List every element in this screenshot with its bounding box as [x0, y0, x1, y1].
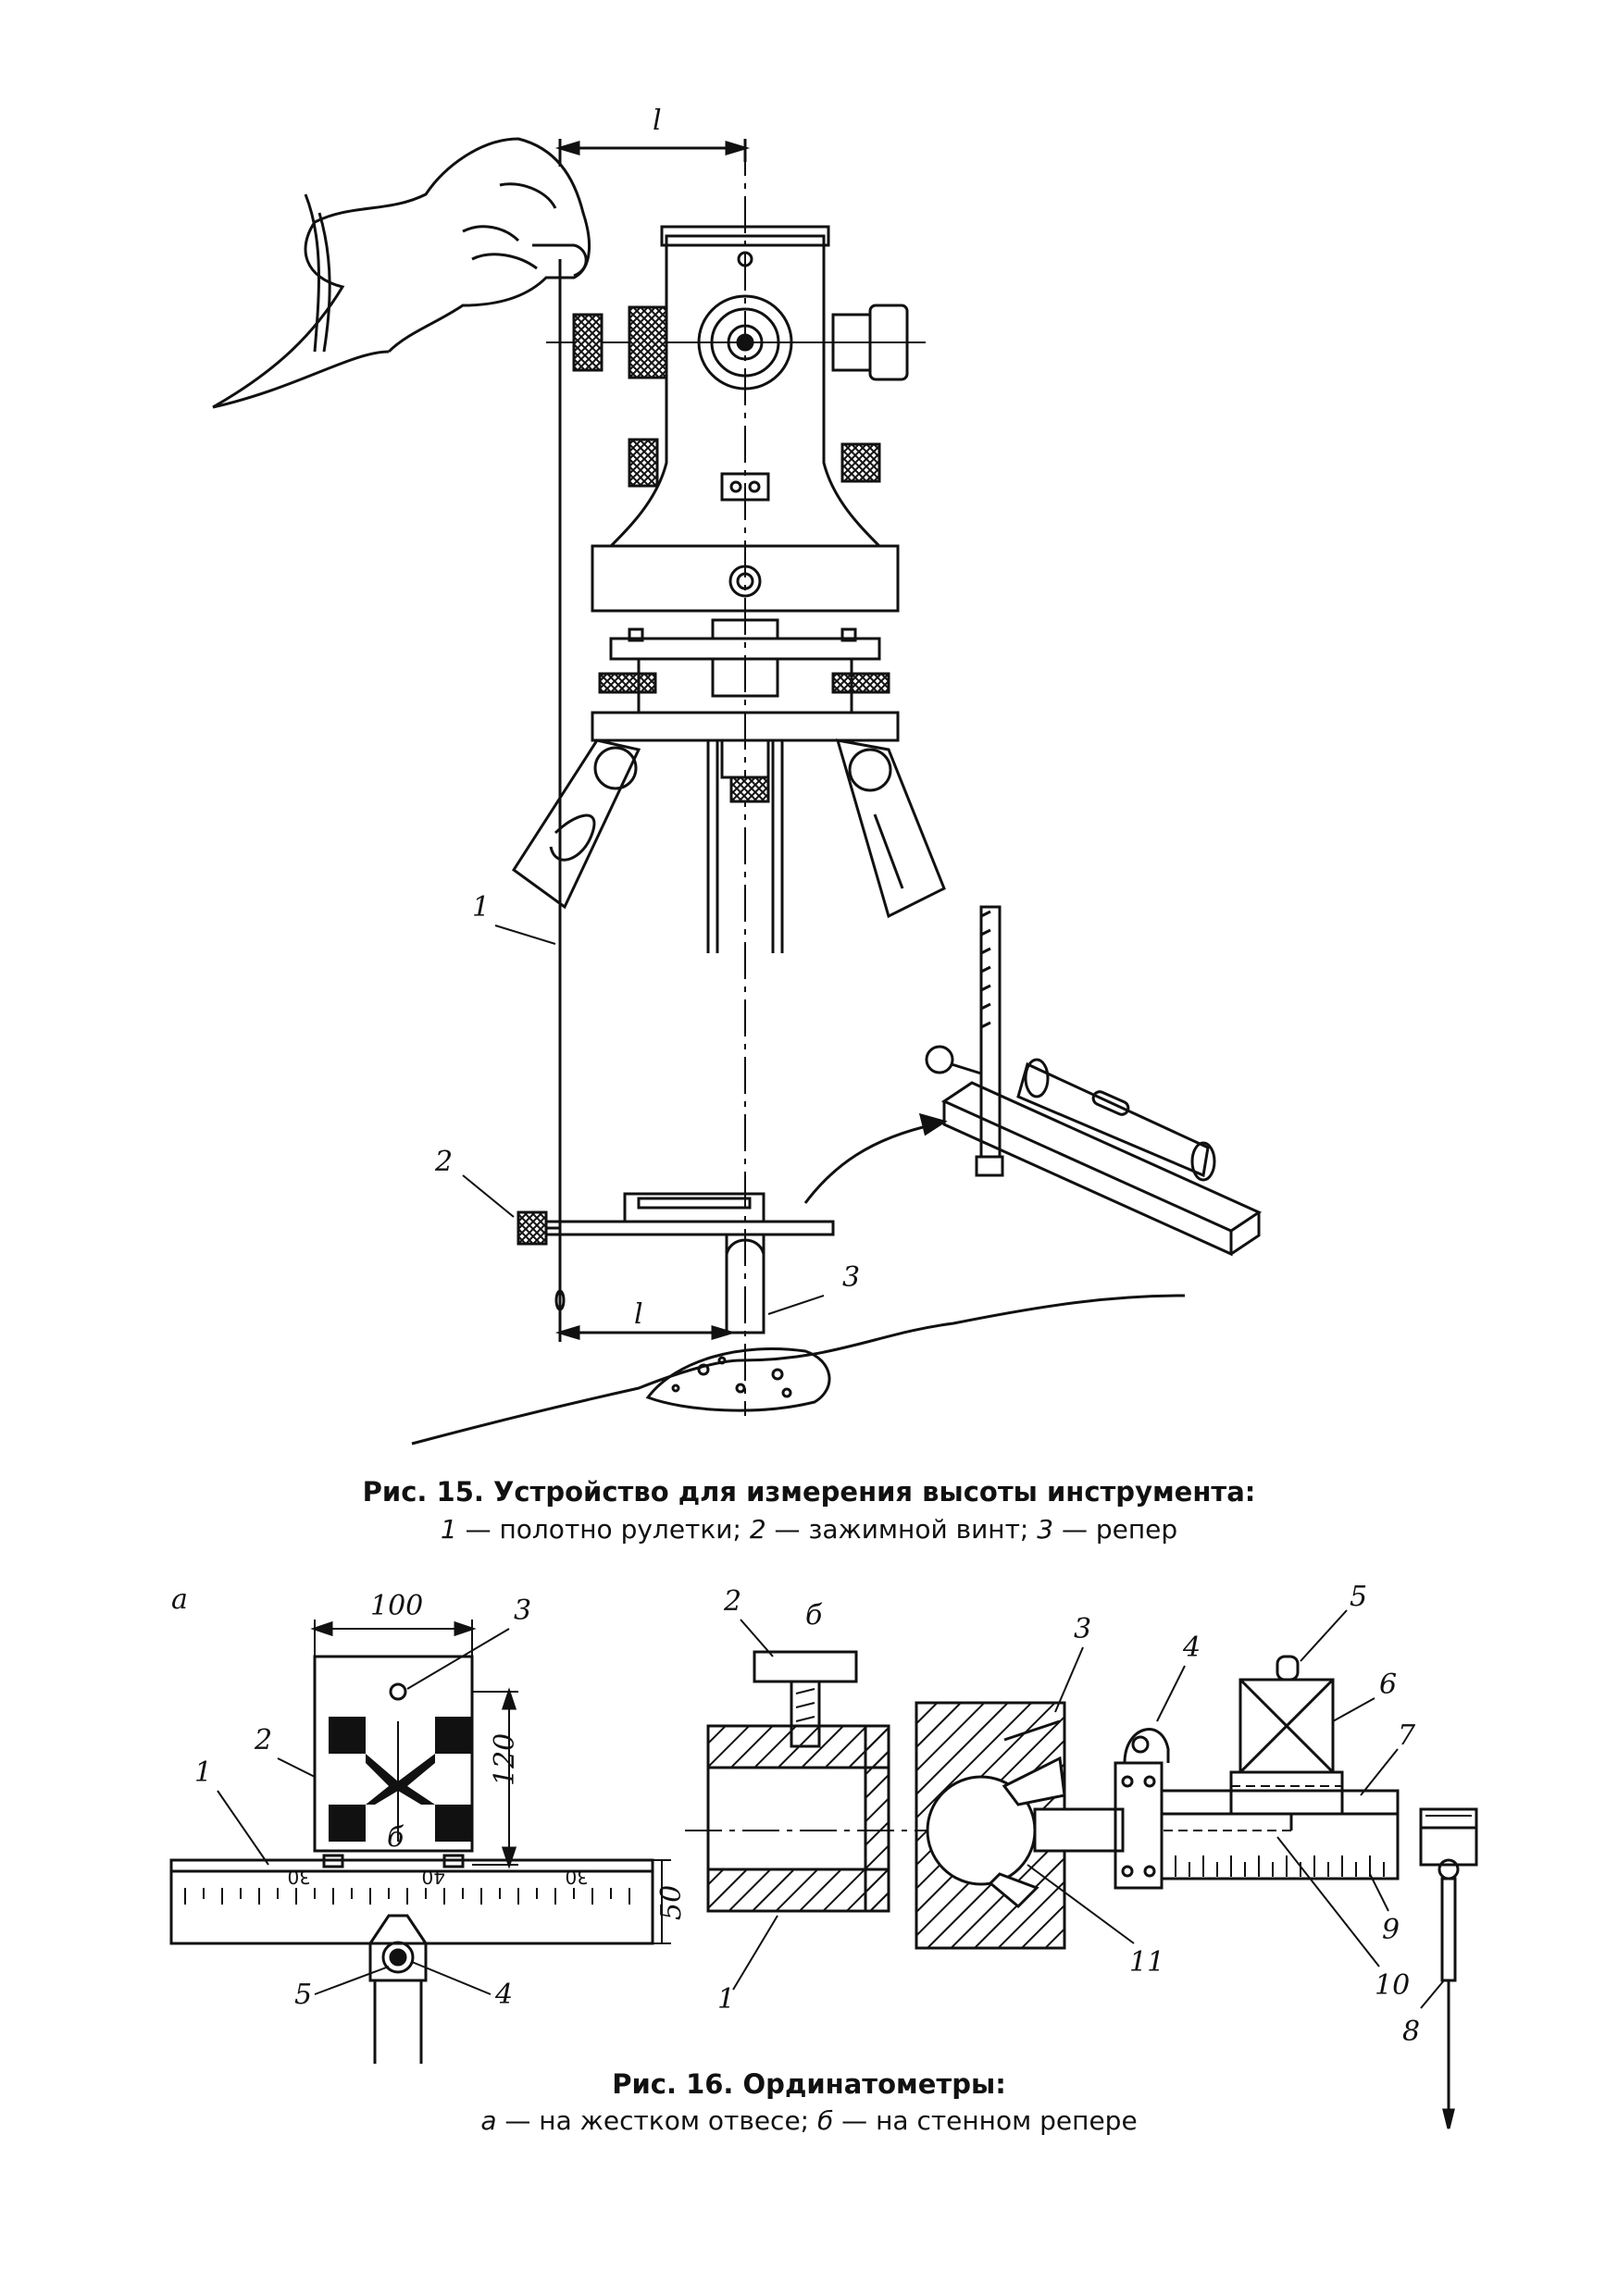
fig16b-label-10: 10 — [1375, 1969, 1410, 2002]
scale-ticks — [184, 1888, 630, 1905]
fig15-legend-text-1: — полотно рулетки; — [456, 1514, 750, 1545]
fig16b-label-4: 4 — [1182, 1632, 1201, 1664]
fig15-legend-text-3: — репер — [1053, 1514, 1178, 1545]
benchmark-pillar — [725, 1235, 765, 1334]
fig16a-label-4: 4 — [494, 1979, 513, 2011]
fig16a-label-2: 2 — [254, 1724, 272, 1756]
fig16-title: Рис. 16. Ординатометры: — [612, 2068, 1006, 2100]
fig16-legend-text-b: — на стенном репере — [833, 2105, 1138, 2136]
part-label-3: 3 — [842, 1261, 860, 1294]
fig16a-label-3: 3 — [514, 1595, 531, 1627]
ground-profile — [411, 1294, 1186, 1446]
fig16a-label-1: 1 — [194, 1756, 212, 1789]
fig16-legend-num-b: б — [817, 2105, 834, 2136]
fig16a-mark-30-right: 30 — [566, 1866, 589, 1888]
tripod-legs — [511, 738, 946, 919]
fig16b-label-6: 6 — [1379, 1669, 1397, 1701]
fig16a-letter: а — [171, 1583, 188, 1616]
fig16a-dim-scale: 50 — [655, 1885, 688, 1920]
part-label-2: 2 — [434, 1146, 453, 1178]
fig16b-label-7: 7 — [1398, 1719, 1416, 1752]
detail-arrow — [803, 1123, 936, 1204]
fig16a-dim-width: 100 — [370, 1590, 423, 1622]
fig16b-label-8: 8 — [1402, 2016, 1420, 2048]
fig16a-label-5: 5 — [294, 1979, 312, 2011]
fig16b-letter: б — [805, 1599, 823, 1632]
fig16b-label-9: 9 — [1382, 1914, 1400, 1946]
fig15-drawing — [212, 137, 1263, 1446]
fig16b-label-11: 11 — [1129, 1946, 1164, 1979]
fig16a-mark-30-left: 30 — [288, 1866, 311, 1888]
fig16a-dim-height: 120 — [489, 1733, 521, 1786]
measuring-bar — [517, 1192, 835, 1311]
fig15-legend: 1 — полотно рулетки; 2 — зажимной винт; … — [0, 1514, 1618, 1545]
part-label-1: 1 — [472, 891, 490, 924]
fig15-legend-num-2: 2 — [749, 1514, 766, 1545]
fig16-legend: а — на жестком отвесе; б — на стенном ре… — [0, 2105, 1618, 2136]
fig15-legend-num-3: 3 — [1037, 1514, 1054, 1545]
dimension-top — [554, 139, 751, 167]
fig16a-inner-letter: б — [387, 1821, 404, 1854]
dim-label-top: l — [653, 105, 662, 137]
fig15-legend-num-1: 1 — [440, 1514, 457, 1545]
fig16b-label-3: 3 — [1074, 1613, 1091, 1645]
fig15-legend-text-2: — зажимной винт; — [765, 1514, 1038, 1545]
fig16a-drawing — [169, 1620, 671, 2064]
level-detail — [925, 905, 1263, 1257]
fig16-legend-text-a: — на жестком отвесе; — [496, 2105, 817, 2136]
fig15-title: Рис. 15. Устройство для измерения высоты… — [362, 1476, 1256, 1508]
fig16b-label-2: 2 — [723, 1585, 741, 1618]
ruler-ticks — [1175, 1855, 1385, 1877]
tribrach — [591, 544, 900, 953]
theodolite-body — [546, 225, 926, 548]
hand-illustration — [212, 137, 591, 409]
dim-label-bottom: l — [634, 1298, 643, 1331]
fig16-legend-num-a: а — [480, 2105, 497, 2136]
dimension-bottom — [554, 1309, 737, 1342]
fig16b-label-1: 1 — [717, 1983, 735, 2016]
fig16b-drawing — [685, 1609, 1478, 2129]
fig16b-label-5: 5 — [1350, 1581, 1367, 1613]
fig16a-mark-40: 40 — [422, 1866, 445, 1888]
target-pattern — [329, 1717, 472, 1842]
